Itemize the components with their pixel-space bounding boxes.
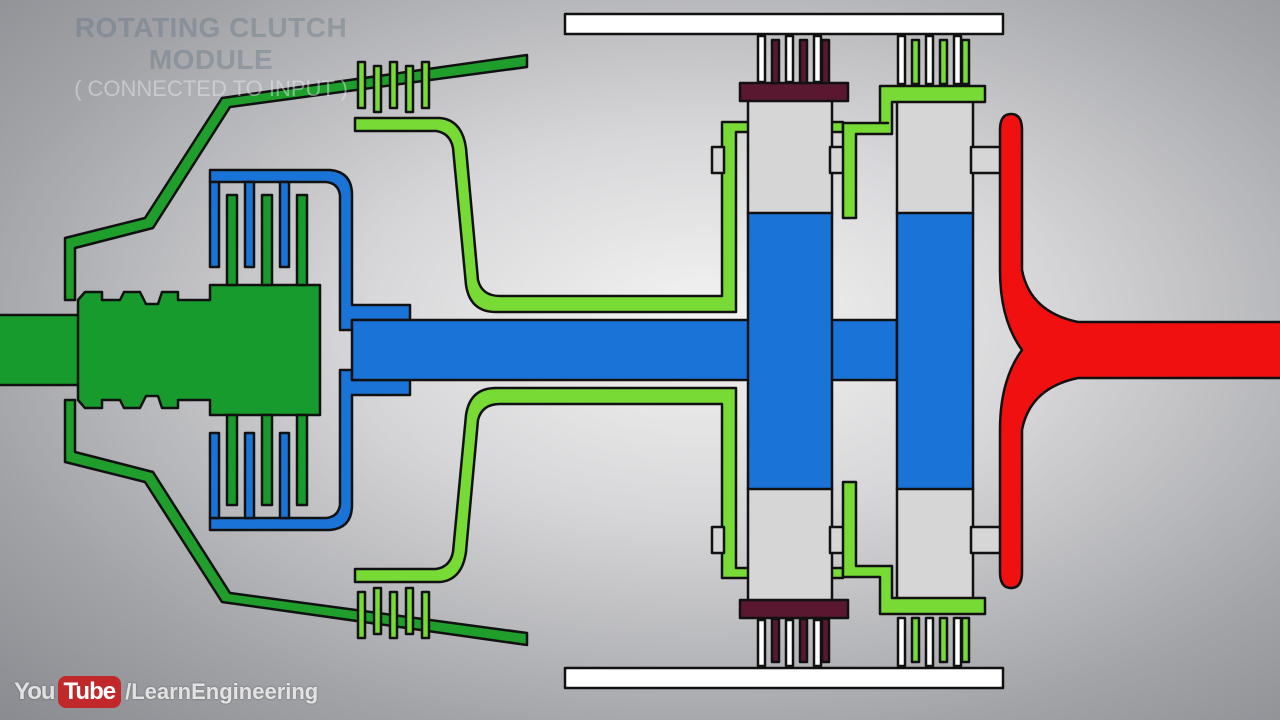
casing-top xyxy=(563,12,1005,36)
caption-title: ROTATING CLUTCH MODULE xyxy=(74,12,348,76)
brake-plates-right-bottom xyxy=(896,616,971,668)
lightgreen-ring-bottom xyxy=(841,480,987,616)
module-caption: ROTATING CLUTCH MODULE ( CONNECTED TO IN… xyxy=(16,12,406,102)
hub-clutch-plates xyxy=(225,193,309,507)
red-output-shaft xyxy=(998,112,1280,590)
youtube-tube-badge: Tube xyxy=(57,676,122,708)
brake-plates-left-bottom xyxy=(756,617,831,668)
youtube-logo-icon: You xyxy=(14,678,56,705)
brake-plates-left-top xyxy=(756,34,831,85)
blue-gear-1 xyxy=(746,211,834,491)
channel-name: /LearnEngineering xyxy=(125,679,319,704)
brake-plates-right-top xyxy=(896,34,971,86)
lightgreen-ring-top xyxy=(841,84,987,220)
caption-subtitle: ( CONNECTED TO INPUT ) xyxy=(74,76,348,102)
input-hub xyxy=(76,283,322,417)
casing-bottom xyxy=(563,666,1005,690)
blue-gear-2 xyxy=(895,211,975,491)
blue-clutch-plates xyxy=(208,180,291,520)
maroon-plate-top xyxy=(738,81,850,103)
outer-drum-top xyxy=(63,53,529,302)
maroon-plate-bottom xyxy=(738,598,850,620)
youtube-watermark: You Tube /LearnEngineering xyxy=(14,672,318,712)
drum-clutch-plates xyxy=(356,60,431,640)
outer-drum-bottom xyxy=(63,398,529,647)
